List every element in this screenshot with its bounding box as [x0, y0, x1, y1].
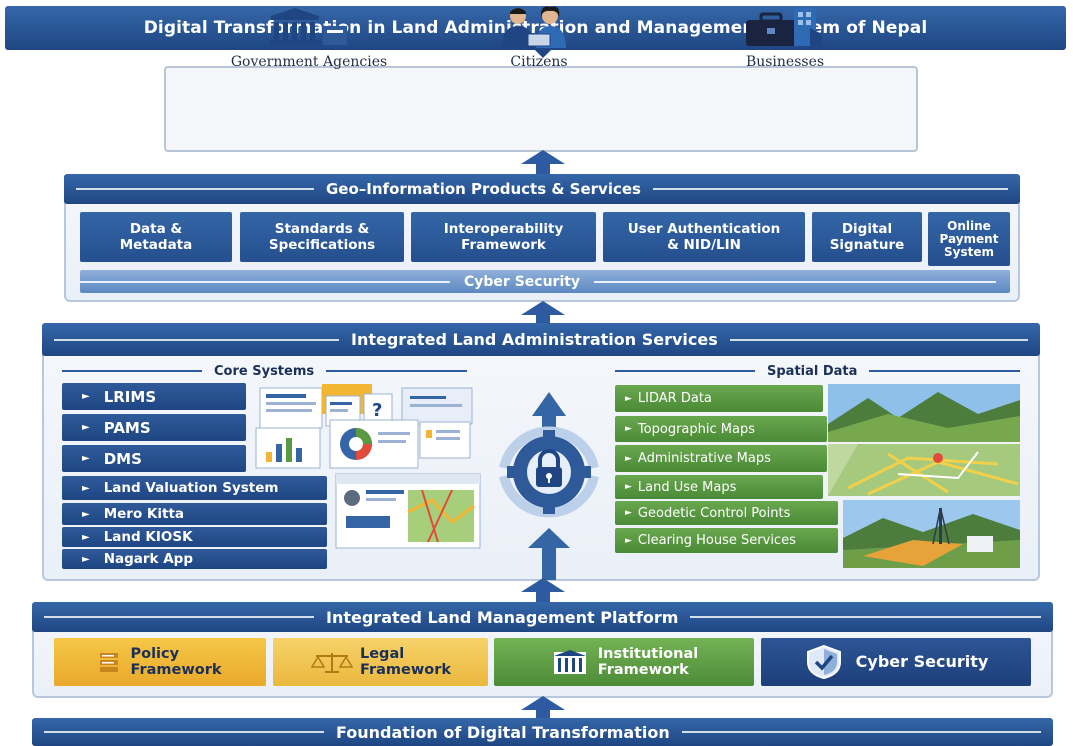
geo-services-banner: Geo–Information Products & Services — [64, 174, 1020, 204]
title-pointer — [535, 50, 551, 58]
banner-rule — [76, 188, 314, 190]
land-admin-title: Integrated Land Administration Services — [351, 330, 718, 349]
service-standards: Standards &Specifications — [240, 212, 404, 262]
core-systems-header: Core Systems — [62, 362, 467, 380]
stakeholder-label: Government Agencies — [230, 54, 388, 70]
core-system-pams: ►PAMS — [62, 414, 246, 441]
banner-rule — [729, 338, 1028, 341]
document-stack-icon — [100, 653, 119, 672]
dashboard-illustration: ? — [255, 384, 481, 549]
banner-rule — [652, 188, 1008, 190]
foundation-title: Foundation of Digital Transformation — [336, 722, 670, 742]
business-icon — [746, 8, 822, 46]
platform-banner: Integrated Land Management Platform — [32, 602, 1053, 632]
shield-check-icon — [806, 644, 841, 680]
spatial-lidar-data: ►LIDAR Data — [615, 385, 823, 412]
citizens-icon — [502, 6, 566, 48]
government-building-icon — [269, 8, 347, 45]
core-system-dms: ►DMS — [62, 445, 246, 472]
stakeholders-panel — [164, 66, 918, 152]
scales-of-justice-icon — [310, 653, 354, 673]
spatial-geodetic-control-points: ►Geodetic Control Points — [615, 501, 838, 525]
stakeholder-government: Government Agencies — [214, 6, 404, 70]
platform-title: Integrated Land Management Platform — [326, 607, 679, 627]
administrative-map-image — [828, 444, 1020, 496]
stakeholder-label: Citizens — [510, 54, 568, 70]
core-system-land-kiosk: ►Land KIOSK — [62, 527, 327, 547]
stakeholder-businesses: Businesses — [700, 6, 870, 70]
security-lock-hub — [499, 392, 599, 580]
core-system-lrims: ►LRIMS — [62, 383, 246, 410]
service-user-authentication: User Authentication& NID/LIN — [603, 212, 805, 262]
arrow-up-icon — [521, 301, 565, 315]
stakeholder-label: Businesses — [745, 54, 825, 70]
spatial-land-use-maps: ►Land Use Maps — [615, 475, 823, 499]
geodetic-survey-image — [843, 500, 1020, 568]
core-system-land-valuation: ►Land Valuation System — [62, 476, 327, 500]
spatial-data-header: Spatial Data — [615, 362, 1020, 380]
lidar-landscape-image — [828, 384, 1020, 442]
banner-rule — [44, 731, 324, 733]
svg-text:?: ? — [372, 400, 382, 421]
banner-rule — [44, 616, 314, 618]
core-system-mero-kitta: ►Mero Kitta — [62, 503, 327, 525]
institution-building-icon — [553, 650, 586, 674]
foundation-banner: Foundation of Digital Transformation — [32, 718, 1053, 746]
land-admin-banner: Integrated Land Administration Services — [42, 323, 1040, 356]
arrow-up-icon — [521, 150, 565, 164]
banner-rule — [681, 731, 1041, 733]
arrow-up-icon — [521, 578, 565, 592]
cyber-security-bar: Cyber Security — [80, 270, 1010, 293]
cyber-security-label: Cyber Security — [464, 273, 581, 290]
spatial-administrative-maps: ►Administrative Maps — [615, 445, 827, 472]
spatial-clearing-house-services: ►Clearing House Services — [615, 528, 838, 553]
arrow-stem — [536, 590, 550, 602]
arrow-stem — [536, 708, 550, 718]
stakeholder-citizens: Citizens — [454, 6, 624, 70]
banner-rule — [54, 338, 339, 341]
spatial-data-title: Spatial Data — [767, 363, 858, 379]
bar-rule — [80, 280, 450, 283]
service-data-metadata: Data &Metadata — [80, 212, 232, 262]
spatial-topographic-maps: ►Topographic Maps — [615, 416, 827, 442]
geo-services-title: Geo–Information Products & Services — [326, 180, 641, 198]
arrow-stem — [536, 164, 550, 174]
bar-rule — [594, 280, 996, 283]
cyber-security-framework: Cyber Security — [761, 638, 1031, 686]
core-systems-title: Core Systems — [214, 363, 315, 379]
core-system-nagark-app: ►Nagark App — [62, 549, 327, 569]
banner-rule — [690, 616, 1041, 618]
arrow-stem — [536, 314, 550, 324]
arrow-up-icon — [521, 696, 565, 710]
